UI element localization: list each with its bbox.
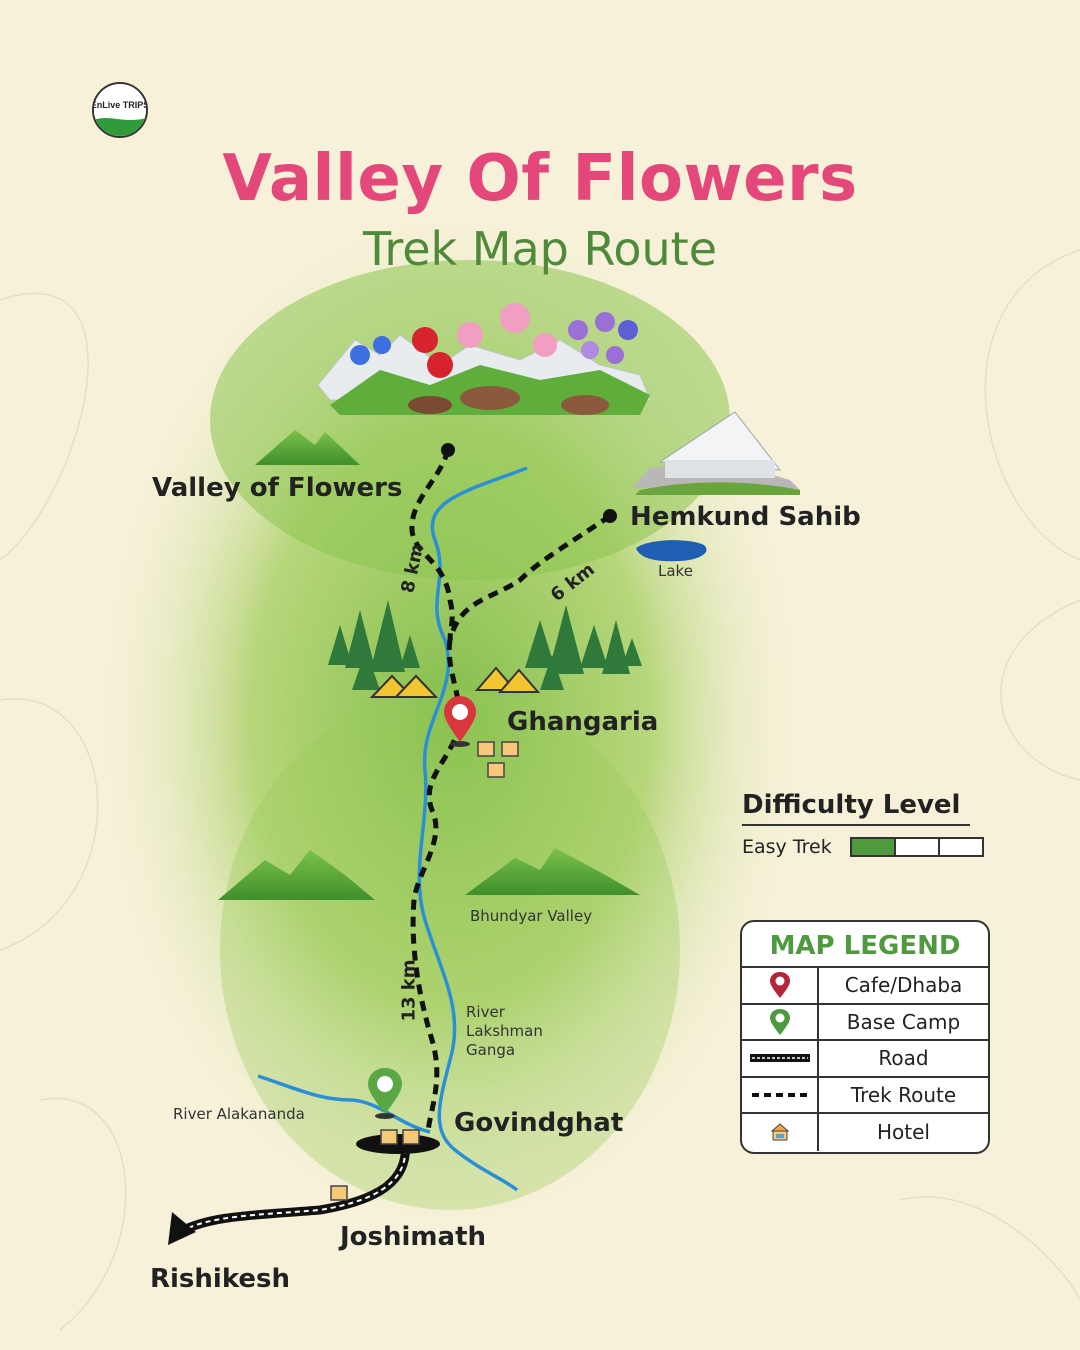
brand-logo: EnLive TRIPS (92, 82, 148, 138)
difficulty-underline (742, 824, 970, 826)
difficulty-label: Easy Trek (742, 836, 832, 858)
lake (636, 540, 707, 562)
govindghat-basecamp-pin (368, 1068, 402, 1119)
river-lakshman-ganga (417, 466, 528, 1192)
legend-row-cafe: Cafe/Dhaba (742, 968, 988, 1005)
label-lake: Lake (658, 562, 693, 580)
legend-row-road: Road (742, 1041, 988, 1078)
trees-right (525, 605, 642, 690)
mountain-valley (255, 430, 360, 465)
label-rishikesh: Rishikesh (150, 1264, 291, 1294)
hotels-govindghat (380, 1129, 420, 1145)
label-river-alakananda: River Alakananda (173, 1105, 305, 1123)
difficulty-segment (896, 839, 940, 855)
label-river-lakshman-3: Ganga (466, 1041, 516, 1059)
label-govindghat: Govindghat (454, 1108, 624, 1138)
trek-route-hemkund (447, 513, 612, 641)
road-arrow (168, 1212, 196, 1245)
cafe-pin-icon (742, 968, 819, 1003)
distance-main-leg: 13 km (398, 959, 420, 1022)
label-valley-of-flowers: Valley of Flowers (152, 473, 403, 503)
label-river-lakshman-2: Lakshman (466, 1022, 543, 1040)
label-ghangaria: Ghangaria (507, 707, 659, 737)
legend-label-basecamp: Base Camp (846, 1009, 961, 1034)
hemkund-gurudwara (632, 411, 800, 495)
river-alaknanda (257, 1074, 431, 1134)
ghangaria-cafe-pin (444, 696, 476, 747)
logo-text: EnLive TRIPS (94, 100, 146, 110)
logo-icon: EnLive TRIPS (94, 84, 146, 136)
basecamp-pin-icon (742, 1004, 819, 1039)
legend-label-cafe: Cafe/Dhaba (844, 973, 963, 998)
page-title: Valley Of Flowers (222, 142, 858, 216)
page-subtitle: Trek Map Route (362, 222, 718, 276)
difficulty-title: Difficulty Level (742, 790, 961, 820)
legend-label-road: Road (878, 1046, 929, 1071)
legend-row-hotel: Hotel (742, 1114, 988, 1151)
difficulty-bar (850, 837, 984, 857)
flowers-illustration (317, 303, 651, 415)
mountain-left-mid (218, 850, 375, 900)
hotel-joshimath (330, 1185, 348, 1201)
road-to-rishikesh (177, 1139, 411, 1236)
road-line-icon (742, 1041, 819, 1076)
legend-title: MAP LEGEND (742, 922, 988, 968)
legend-label-trek: Trek Route (850, 1082, 957, 1107)
map-legend: MAP LEGEND Cafe/Dhaba Base Camp Road Tre… (740, 920, 990, 1154)
trek-route-icon (742, 1077, 819, 1112)
tents-left (369, 674, 439, 698)
trek-route-valley (409, 449, 455, 641)
label-bhundyar-valley: Bhundyar Valley (470, 907, 593, 925)
difficulty-segment (852, 839, 896, 855)
label-hemkund-sahib: Hemkund Sahib (630, 502, 861, 532)
label-river-lakshman-1: River (466, 1003, 505, 1021)
legend-row-trek: Trek Route (742, 1077, 988, 1114)
label-joshimath: Joshimath (340, 1222, 487, 1252)
trees-left (328, 600, 420, 690)
difficulty-segment (940, 839, 982, 855)
tents-right (474, 666, 541, 693)
legend-label-hotel: Hotel (877, 1120, 930, 1145)
mountain-right-mid (465, 848, 640, 895)
hotels-ghangaria (477, 741, 519, 778)
legend-row-basecamp: Base Camp (742, 1004, 988, 1041)
hotel-icon (742, 1114, 819, 1151)
